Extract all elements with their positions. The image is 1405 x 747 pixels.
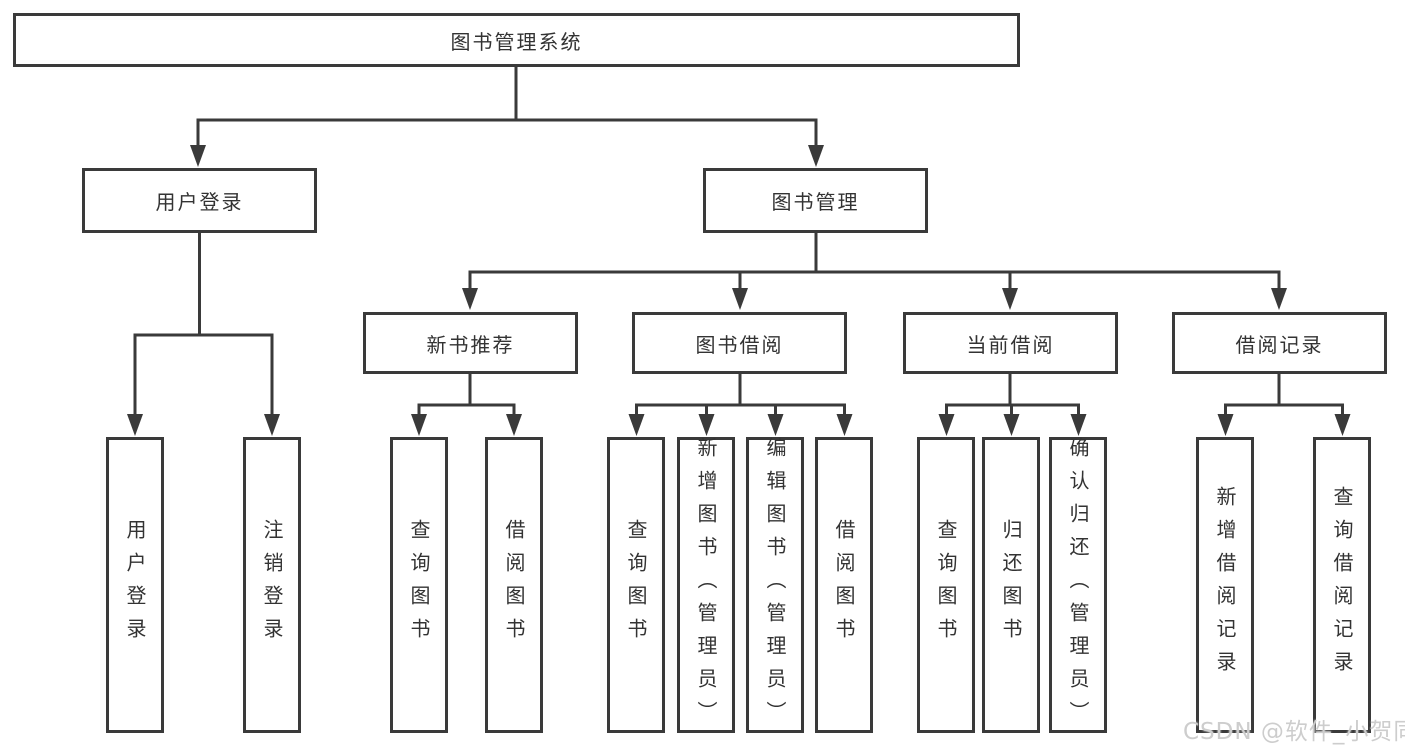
leaf-add-books-admin-label: 新增图书（管理员） (694, 436, 718, 734)
node-book-management-label: 图书管理 (771, 190, 860, 214)
connector-current-leaves (945, 374, 1080, 416)
leaf-query-books-1-label: 查询图书 (407, 519, 431, 651)
node-book-management: 图书管理 (703, 168, 928, 233)
leaf-user-login: 用户登录 (106, 437, 164, 733)
leaf-return-books-label: 归还图书 (999, 519, 1023, 651)
leaf-borrow-books-2: 借阅图书 (815, 437, 873, 733)
leaf-add-borrow-record: 新增借阅记录 (1196, 437, 1254, 733)
leaf-return-books: 归还图书 (982, 437, 1040, 733)
arrowheads-record-leaves (1217, 414, 1351, 436)
node-current-borrowing-label: 当前借阅 (966, 332, 1055, 357)
node-user-login-branch-label: 用户登录 (155, 190, 244, 214)
leaf-query-borrow-record-label: 查询借阅记录 (1330, 486, 1354, 684)
leaf-edit-books-admin: 编辑图书（管理员） (746, 436, 804, 734)
arrowheads-newbook-leaves (411, 414, 522, 436)
arrowheads-level2 (190, 145, 824, 167)
node-borrowing-records-label: 借阅记录 (1235, 332, 1324, 357)
arrowheads-user-login-leaves (127, 414, 280, 436)
arrowheads-level3 (462, 288, 1287, 310)
node-borrowing-records: 借阅记录 (1172, 312, 1387, 374)
connector-book-mgmt-to-level3 (468, 233, 1281, 290)
node-current-borrowing: 当前借阅 (903, 312, 1118, 374)
connector-user-login-branch (133, 233, 274, 416)
leaf-logout-label: 注销登录 (260, 519, 284, 651)
leaf-edit-books-admin-label: 编辑图书（管理员） (763, 436, 787, 734)
connector-newbook-leaves (417, 374, 516, 416)
csdn-watermark: CSDN @软件_小贺同学 (1183, 719, 1405, 745)
leaf-borrow-books-2-label: 借阅图书 (832, 519, 856, 651)
node-library-system-label: 图书管理系统 (450, 29, 583, 54)
leaf-query-books-2: 查询图书 (607, 437, 665, 733)
connector-record-leaves (1224, 374, 1344, 416)
leaf-add-books-admin: 新增图书（管理员） (677, 436, 735, 734)
leaf-confirm-return-admin: 确认归还（管理员） (1049, 436, 1107, 734)
leaf-query-books-1: 查询图书 (390, 437, 448, 733)
node-library-system: 图书管理系统 (13, 13, 1020, 67)
leaf-query-books-2-label: 查询图书 (624, 519, 648, 651)
leaf-borrow-books-1: 借阅图书 (485, 437, 543, 733)
leaf-add-borrow-record-label: 新增借阅记录 (1213, 486, 1237, 684)
connector-borrow-leaves (635, 374, 846, 416)
arrowheads-current-leaves (938, 414, 1087, 436)
leaf-logout: 注销登录 (243, 437, 301, 733)
connector-root-to-level2 (196, 67, 818, 148)
leaf-user-login-label: 用户登录 (123, 519, 147, 651)
leaf-query-borrow-record: 查询借阅记录 (1313, 437, 1371, 733)
node-new-book-recommend-label: 新书推荐 (426, 332, 515, 357)
node-book-borrowing-label: 图书借阅 (695, 332, 784, 357)
arrowheads-borrow-leaves (628, 414, 853, 436)
leaf-confirm-return-admin-label: 确认归还（管理员） (1066, 436, 1090, 734)
leaf-query-books-3: 查询图书 (917, 437, 975, 733)
node-new-book-recommend: 新书推荐 (363, 312, 578, 374)
node-user-login-branch: 用户登录 (82, 168, 317, 233)
leaf-query-books-3-label: 查询图书 (934, 519, 958, 651)
node-book-borrowing: 图书借阅 (632, 312, 847, 374)
leaf-borrow-books-1-label: 借阅图书 (502, 519, 526, 651)
